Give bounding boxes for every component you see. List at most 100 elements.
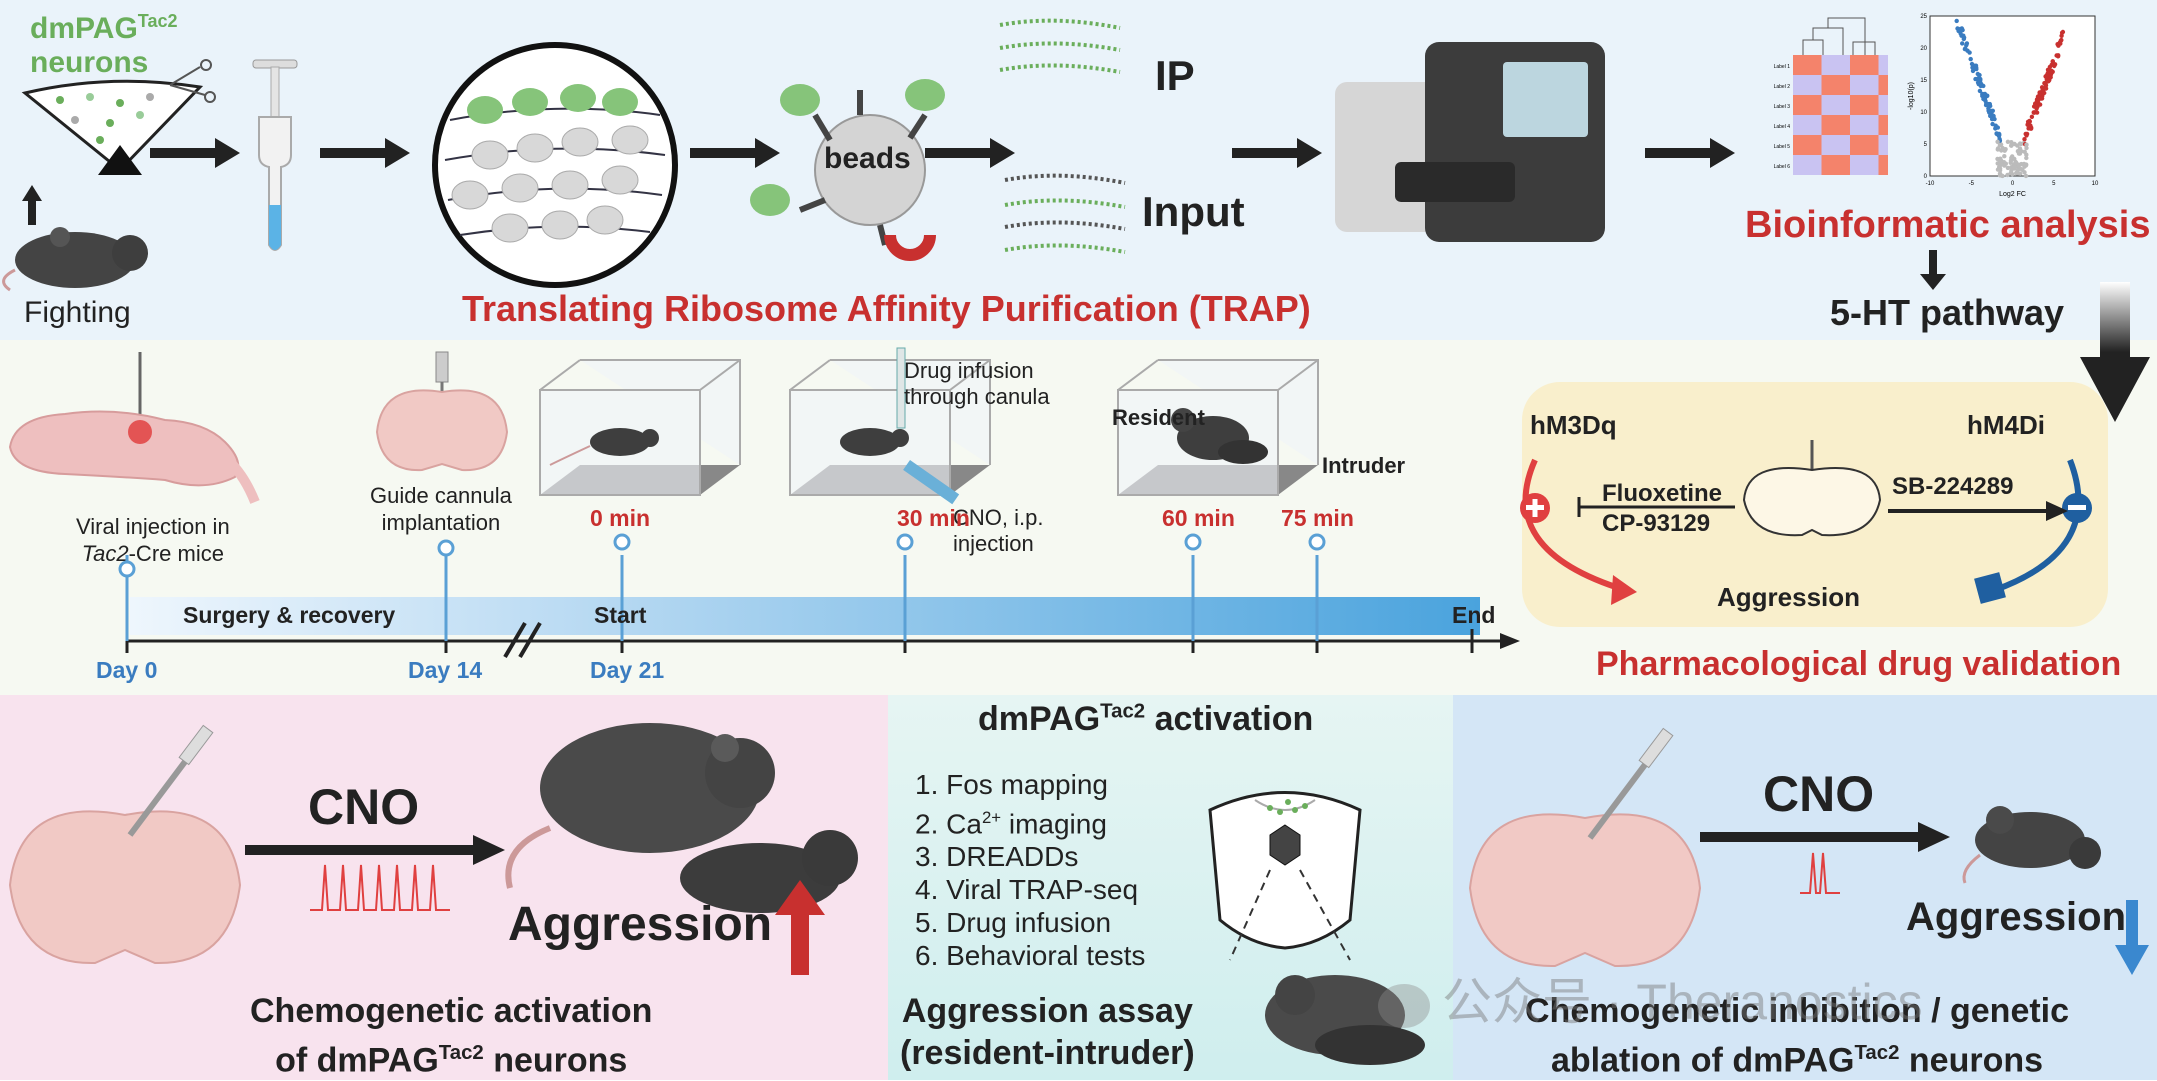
heatmap-cell (1802, 55, 1812, 75)
arrow-4 (925, 138, 1015, 168)
arrow-6 (1645, 138, 1735, 168)
arrow-5 (1232, 138, 1322, 168)
aggression-down-arrow (2115, 900, 2149, 975)
aggression-label-left: Aggression (508, 898, 773, 951)
volcano-point (2026, 126, 2031, 131)
heatmap-cell (1812, 155, 1822, 175)
heatmap-cell (1821, 115, 1831, 135)
heatmap-cell (1850, 155, 1860, 175)
list-item: 4. Viral TRAP-seq (915, 874, 1139, 906)
volcano-point (1979, 81, 1984, 87)
heatmap-row-label: Label 6 (1774, 164, 1791, 170)
fluoxetine-label: Fluoxetine (1602, 480, 1723, 507)
activation-title: dmPAGTac2 activation (978, 700, 1314, 738)
inhibit-line (1577, 497, 1735, 517)
volcano-point (2022, 170, 2027, 175)
heatmap-row-label: Label 5 (1774, 144, 1791, 150)
volcano-point (1963, 46, 1968, 51)
left-brain-syringe-illustration (8, 724, 242, 965)
heatmap-cell (1802, 75, 1812, 95)
volcano-point (1960, 41, 1965, 46)
heatmap-cell (1869, 75, 1879, 95)
heatmap-cell (1793, 55, 1803, 75)
time-0min: 0 min (590, 505, 651, 531)
volcano-point (1997, 131, 2002, 137)
start-label: Start (594, 602, 647, 628)
heatmap-cell (1812, 55, 1822, 75)
heatmap-cell (1850, 75, 1860, 95)
aggression-up-arrow (775, 880, 825, 975)
volcano-point (1986, 106, 1991, 111)
volcano-frame (1929, 15, 2096, 177)
volcano-point (2002, 148, 2007, 153)
heatmap-cell (1821, 135, 1831, 155)
volcano-x-tick: -10 (1926, 181, 1935, 187)
aggression-assay-title: Aggression assay(resident-intruder) (900, 992, 1195, 1072)
pharm-validation-title: Pharmacological drug validation (1596, 645, 2122, 683)
ip-label: IP (1155, 52, 1195, 99)
sb-label: SB-224289 (1892, 473, 2014, 500)
heatmap-cell (1840, 115, 1850, 135)
heatmap-cell (1793, 75, 1803, 95)
sb-arrow (1888, 501, 2068, 521)
volcano-point (2027, 119, 2032, 124)
volcano-point (2024, 133, 2029, 138)
volcano-y-label: -log10(p) (1908, 82, 1915, 110)
volcano-point (2037, 91, 2042, 97)
neuron-label: dmPAGTac2 neurons (30, 11, 178, 79)
brain-section-outline (1208, 791, 1362, 961)
volcano-y-tick: 5 (1924, 142, 1928, 148)
heatmap-cell (1831, 155, 1841, 175)
volcano-point (2005, 139, 2011, 144)
heatmap-cell (1793, 95, 1803, 115)
volcano-point (2024, 145, 2029, 151)
heatmap-cell (1840, 155, 1850, 175)
heatmap-row-label: Label 1 (1774, 64, 1791, 70)
cno-arrow-left (245, 835, 505, 865)
heatmap-cell (1850, 95, 1860, 115)
volcano-point (1998, 142, 2004, 147)
volcano-point (1992, 116, 1997, 122)
volcano-point (2023, 163, 2029, 168)
cno-label-left: CNO (308, 779, 420, 835)
heatmap-cell (1840, 95, 1850, 115)
volcano-y-tick: 15 (1920, 78, 1927, 84)
sagittal-brain-illustration (8, 352, 260, 504)
volcano-point (1982, 91, 1988, 97)
volcano-point (2009, 155, 2014, 161)
volcano-point (1988, 113, 1993, 119)
coronal-brain-cannula-illustration (375, 351, 509, 472)
right-mice-illustration (1962, 806, 2101, 884)
heatmap-cell (1840, 55, 1850, 75)
bioinformatic-label: Bioinformatic analysis (1745, 204, 2151, 246)
aggression-label-right: Aggression (1906, 895, 2127, 939)
heatmap-cell (1850, 135, 1860, 155)
cno-arrow-right (1700, 822, 1950, 852)
list-item: 3. DREADDs (915, 841, 1079, 873)
volcano-point (2059, 33, 2064, 38)
ribosome-circle-illustration (432, 42, 678, 288)
mouse-fighting-illustration (2, 227, 148, 292)
volcano-point (1995, 167, 2001, 172)
list-item: 6. Behavioral tests (915, 940, 1146, 972)
volcano-point (2003, 161, 2008, 166)
heatmap-cell (1878, 135, 1888, 155)
volcano-x-tick: 10 (2092, 181, 2099, 187)
heatmap-cell (1821, 55, 1831, 75)
down-arrow-small (1920, 250, 1946, 290)
volcano-point (2009, 140, 2014, 145)
dendrogram (1802, 17, 1876, 55)
heatmap-cell (1869, 95, 1879, 115)
volcano-point (1964, 41, 1970, 46)
heatmap-cell (1878, 55, 1888, 75)
heatmap-cell (1840, 135, 1850, 155)
volcano-point (2059, 37, 2064, 43)
day21-label: Day 21 (590, 657, 665, 683)
heatmap-cell (1821, 75, 1831, 95)
heatmap-cell (1878, 75, 1888, 95)
volcano-point (1998, 156, 2003, 161)
heatmap-cell (1850, 115, 1860, 135)
